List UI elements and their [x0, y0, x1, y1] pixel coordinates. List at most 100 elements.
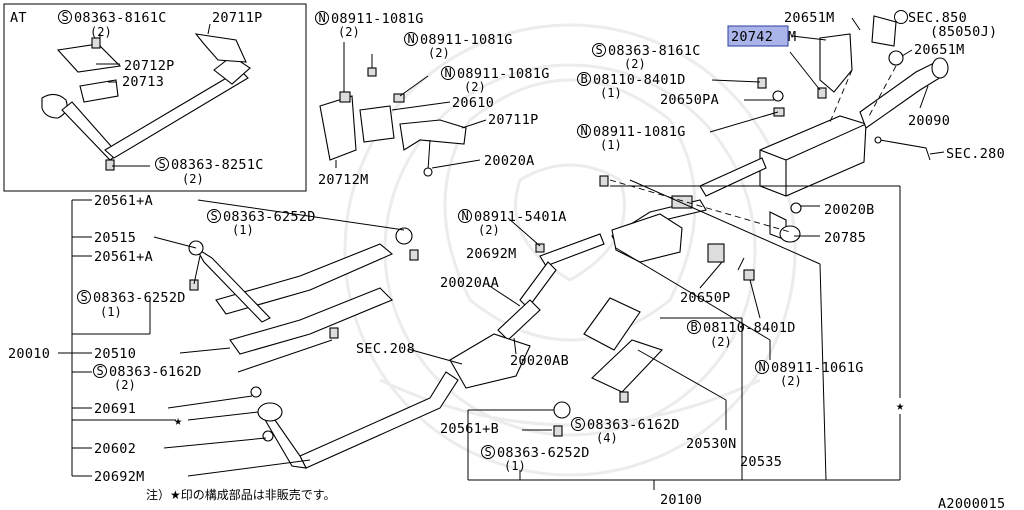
callout-20742m-highlighted[interactable]: 20742	[731, 29, 773, 45]
callout-08911-1081g-d: 08911-1081G	[593, 124, 686, 140]
s-prefix-mark	[592, 43, 606, 57]
callout-20692m-mid: 20692M	[466, 246, 517, 262]
s-prefix-letter: S	[159, 157, 166, 171]
mounting-bracket-drawing	[319, 67, 467, 177]
mid-callout-lines	[335, 42, 487, 169]
callout-20510: 20510	[94, 346, 136, 362]
at-inset-label: AT	[10, 10, 27, 26]
watermark-emblem	[343, 23, 797, 477]
n-prefix-letter: N	[408, 32, 415, 46]
footnote-not-sold: 注）★印の構成部品は非販売です。	[146, 487, 336, 502]
callout-20785: 20785	[824, 230, 866, 246]
callout-08363-6252d-bottom: 08363-6252D	[497, 445, 590, 461]
n-prefix-mark	[755, 360, 769, 374]
callout-08911-1081g-c: 08911-1081G	[457, 66, 550, 82]
callout-08363-6252d-bottom-qty: (1)	[504, 459, 526, 473]
callout-08911-1061g: 08911-1061G	[771, 360, 864, 376]
callout-08363-6162d-left: 08363-6162D	[109, 364, 202, 380]
callout-20561b: 20561+B	[440, 421, 499, 437]
callout-08911-5401a: 08911-5401A	[474, 209, 567, 225]
callout-20530n: 20530N	[686, 436, 737, 452]
heat-shield-drawing	[188, 227, 419, 355]
callout-08911-1081g-b-qty: (2)	[428, 46, 450, 60]
callout-08110-8401d-mid: 08110-8401D	[703, 320, 796, 336]
s-prefix-mark	[894, 10, 908, 24]
s-prefix-letter: S	[485, 445, 492, 459]
callout-20602: 20602	[94, 441, 136, 457]
callout-20711p: 20711P	[488, 112, 539, 128]
s-prefix-letter: S	[81, 290, 88, 304]
figure-id: A2000015	[938, 496, 1005, 510]
callout-08911-1081g-d-qty: (1)	[600, 138, 622, 152]
n-prefix-letter: N	[462, 209, 469, 223]
n-prefix-letter: N	[445, 66, 452, 80]
callout-20651m-top: 20651M	[784, 10, 835, 26]
callout-20692m-bottom: 20692M	[94, 469, 145, 485]
b-prefix-letter: B	[581, 72, 588, 86]
s-prefix-mark	[58, 10, 72, 24]
callout-at-08363-8161c-qty: (2)	[90, 25, 112, 39]
s-prefix-letter: S	[575, 417, 582, 431]
callout-20650p: 20650P	[680, 290, 731, 306]
s-prefix-letter: S	[596, 43, 603, 57]
callout-at-08363-8251c-qty: (2)	[182, 172, 204, 186]
callout-08363-8161c: 08363-8161C	[608, 43, 701, 59]
callout-08363-6162d-right: 08363-6162D	[587, 417, 680, 433]
svg-text:★: ★	[174, 413, 182, 429]
s-prefix-mark	[93, 364, 107, 378]
s-prefix-letter: S	[97, 364, 104, 378]
callout-08110-8401d-mid-qty: (2)	[710, 335, 732, 349]
n-prefix-letter: N	[581, 124, 588, 138]
callout-20742m-suffix: M	[788, 29, 796, 45]
callout-at-08363-8161c: 08363-8161C	[74, 10, 167, 26]
b-prefix-letter: B	[691, 320, 698, 334]
at-front-pipe-drawing	[41, 33, 251, 171]
callout-08911-1081g-b: 08911-1081G	[420, 32, 513, 48]
callout-20020a: 20020A	[484, 153, 535, 169]
at-inset-frame	[3, 3, 307, 192]
n-prefix-letter: N	[759, 360, 766, 374]
not-sold-star-marks: ★ ★	[174, 398, 904, 429]
callout-08911-1061g-qty: (2)	[780, 374, 802, 388]
callout-sec208: SEC.208	[356, 341, 415, 357]
highlighted-part-marker	[727, 25, 789, 47]
callout-08363-6162d-left-qty: (2)	[114, 378, 136, 392]
callout-08363-6252d-mid-qty: (1)	[100, 305, 122, 319]
callout-08911-5401a-qty: (2)	[478, 223, 500, 237]
callout-20090: 20090	[908, 113, 950, 129]
muffler-callout-lines	[709, 17, 945, 155]
callout-08911-1081g-a: 08911-1081G	[331, 11, 424, 27]
callout-08363-8161c-qty: (2)	[624, 57, 646, 71]
callout-sec850-sub: (85050J)	[930, 24, 997, 40]
callout-20712m: 20712M	[318, 172, 369, 188]
callout-20535: 20535	[740, 454, 782, 470]
callout-20561a-top: 20561+A	[94, 193, 153, 209]
rear-muffler-drawing	[757, 15, 949, 197]
b-prefix-mark	[577, 72, 591, 86]
callout-08911-1081g-c-qty: (2)	[464, 80, 486, 94]
n-prefix-mark	[458, 209, 472, 223]
s-prefix-letter: S	[62, 10, 69, 24]
s-prefix-mark	[77, 290, 91, 304]
callout-sec280: SEC.280	[946, 146, 1005, 162]
s-prefix-mark	[207, 209, 221, 223]
callout-08363-6252d-mid: 08363-6252D	[93, 290, 186, 306]
callout-20020aa: 20020AA	[440, 275, 499, 291]
callout-20010: 20010	[8, 346, 50, 362]
s-prefix-mark	[481, 445, 495, 459]
callout-20610: 20610	[452, 95, 494, 111]
callout-sec850: SEC.850	[908, 10, 967, 26]
callout-20651m-right: 20651M	[914, 42, 965, 58]
callout-20561a-mid: 20561+A	[94, 249, 153, 265]
callout-20691: 20691	[94, 401, 136, 417]
callout-08363-6252d-top-qty: (1)	[232, 223, 254, 237]
callout-20515: 20515	[94, 230, 136, 246]
callout-08363-6162d-right-qty: (4)	[596, 431, 618, 445]
callout-08911-1081g-a-qty: (2)	[338, 25, 360, 39]
n-prefix-mark	[441, 66, 455, 80]
n-prefix-mark	[315, 11, 329, 25]
callout-20020ab: 20020AB	[510, 353, 569, 369]
s-prefix-mark	[155, 157, 169, 171]
n-prefix-mark	[577, 124, 591, 138]
lower-callout-lines	[58, 179, 901, 490]
